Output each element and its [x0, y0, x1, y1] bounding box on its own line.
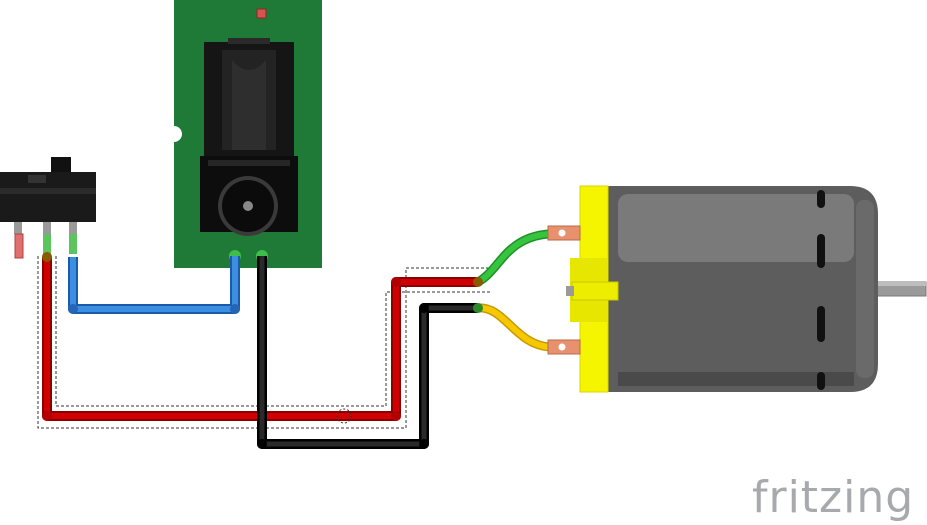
motor-lead-green[interactable]	[473, 229, 553, 287]
wire-jack-to-motor[interactable]	[257, 256, 478, 449]
wire-switch-to-jack[interactable]	[68, 256, 240, 314]
jack-mount-notch	[166, 126, 182, 142]
slide-switch[interactable]	[0, 157, 96, 259]
switch-leg-3[interactable]	[69, 234, 77, 254]
dc-barrel-jack[interactable]	[166, 0, 322, 268]
dc-motor[interactable]	[547, 185, 927, 393]
wire-switch-to-motor[interactable]	[42, 252, 478, 424]
jack-led	[256, 8, 267, 19]
switch-body	[0, 172, 96, 222]
switch-leg-1[interactable]	[14, 233, 24, 259]
motor-lead-yellow[interactable]	[473, 303, 555, 352]
jack-center-pin	[243, 201, 253, 211]
switch-actuator[interactable]	[51, 157, 71, 173]
switch-leg-2[interactable]	[43, 234, 51, 254]
fritzing-watermark: fritzing	[752, 472, 914, 523]
